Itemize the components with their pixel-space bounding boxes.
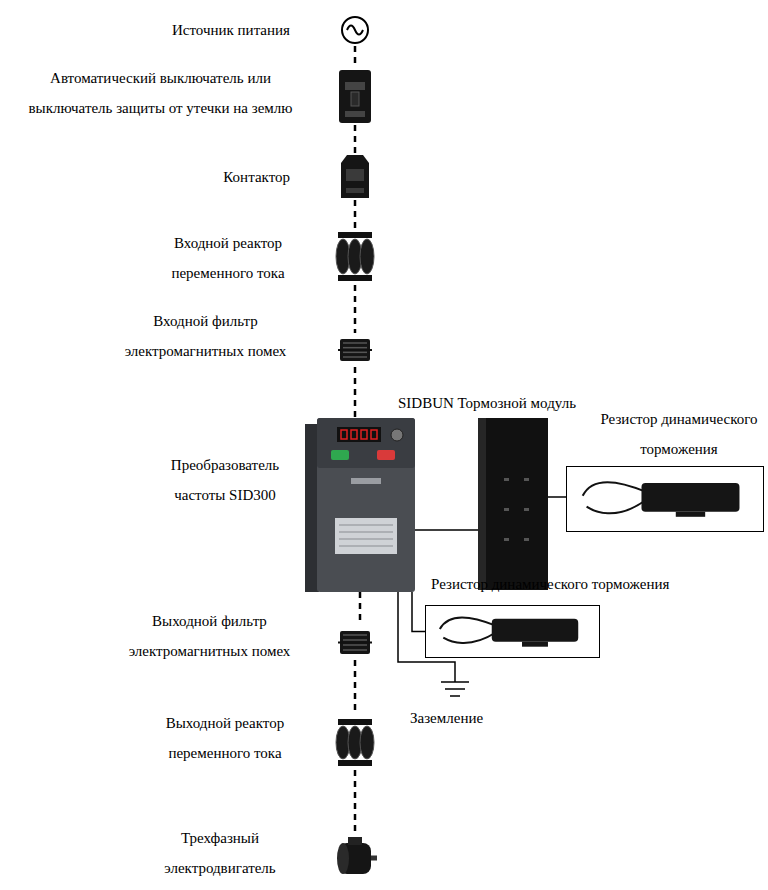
connector-wire — [412, 592, 425, 632]
three-phase-motor: Трехфазный электродвигатель — [333, 835, 377, 880]
braking-module: SIDBUN Тормозной модуль — [478, 418, 548, 590]
component-label: Входной фильтр электромагнитных помех — [118, 306, 293, 366]
connector-wire — [354, 770, 357, 835]
power-source: Источник питания — [340, 14, 370, 46]
connector-wire — [415, 529, 478, 531]
component-label: Источник питания — [140, 15, 290, 45]
component-label: Заземление — [410, 703, 483, 733]
ground-symbol: Заземление — [440, 672, 470, 700]
connector-wire — [359, 592, 362, 625]
filter-icon — [338, 625, 372, 660]
connector-wire — [354, 200, 357, 228]
filter-icon — [338, 333, 372, 367]
frequency-inverter: Преобразователь частоты SID300 — [305, 418, 415, 592]
output-emi-filter: Выходной фильтр электромагнитных помех — [338, 625, 372, 660]
connector-wire — [354, 285, 357, 333]
contactor: Контактор — [337, 153, 373, 200]
component-label: Контактор — [170, 162, 290, 192]
connector-wire — [354, 125, 357, 153]
braking-resistor: Резистор динамического торможения — [566, 466, 764, 532]
connector-wire — [548, 496, 566, 498]
component-label: Преобразователь частоты SID300 — [160, 450, 290, 510]
inverter-icon — [305, 418, 415, 592]
resistor-icon — [426, 606, 599, 657]
resistor-icon — [567, 467, 763, 531]
component-label: Резистор динамического торможения — [431, 569, 669, 599]
module-icon — [478, 418, 548, 590]
circuit-breaker: Автоматический выключатель или выключате… — [335, 68, 375, 125]
input-reactor: Входной реактор переменного тока — [335, 228, 375, 285]
contactor-icon — [337, 153, 373, 200]
reactor-icon — [335, 228, 375, 285]
output-reactor: Выходной реактор переменного тока — [335, 715, 375, 770]
component-label: SIDBUN Тормозной модуль — [398, 388, 576, 418]
ground-icon — [440, 672, 470, 700]
component-label: Трехфазный электродвигатель — [155, 823, 285, 883]
braking-resistor: Резистор динамического торможения — [425, 605, 600, 658]
motor-icon — [333, 835, 377, 880]
component-label: Выходной фильтр электромагнитных помех — [122, 606, 297, 666]
reactor-icon — [335, 715, 375, 770]
connector-wire — [354, 660, 357, 715]
input-emi-filter: Входной фильтр электромагнитных помех — [338, 333, 372, 367]
connector-wire — [354, 46, 357, 68]
component-label: Выходной реактор переменного тока — [155, 708, 295, 768]
breaker-icon — [335, 68, 375, 125]
connector-wire — [354, 367, 357, 418]
component-label: Автоматический выключатель или выключате… — [18, 63, 303, 123]
component-label: Резистор динамического торможения — [593, 404, 765, 464]
component-label: Входной реактор переменного тока — [158, 228, 298, 288]
source-icon — [340, 14, 370, 46]
